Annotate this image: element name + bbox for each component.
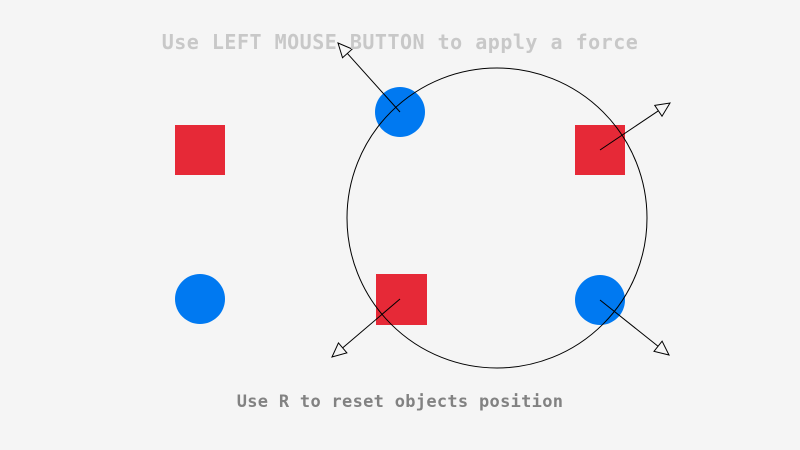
force-arrow-red-square-right-head: [653, 102, 671, 118]
force-arrow-blue-circle-bottom-right-shaft: [599, 299, 659, 347]
force-arrow-red-square-bottom-center: [331, 298, 401, 358]
force-arrow-red-square-bottom-center-head: [331, 342, 348, 358]
force-arrow-red-square-bottom-center-shaft: [342, 298, 401, 349]
force-arrow-red-square-right-shaft: [599, 110, 659, 151]
force-arrow-blue-circle-top: [337, 42, 401, 113]
force-arrow-blue-circle-bottom-right: [599, 299, 670, 356]
instruction-apply-force: Use LEFT MOUSE BUTTON to apply a force: [161, 30, 639, 54]
red-square-outside-left[interactable]: [175, 125, 225, 175]
force-arrow-red-square-right: [599, 102, 671, 151]
red-square-bottom-center[interactable]: [376, 274, 427, 325]
force-arrow-blue-circle-top-shaft: [346, 53, 401, 113]
force-arrow-blue-circle-top-head: [337, 42, 354, 59]
force-radius-circle: [346, 67, 648, 369]
blue-circle-outside-left[interactable]: [175, 274, 225, 324]
instruction-reset-objects: Use R to reset objects position: [236, 392, 564, 412]
force-arrow-blue-circle-bottom-right-head: [653, 340, 670, 356]
